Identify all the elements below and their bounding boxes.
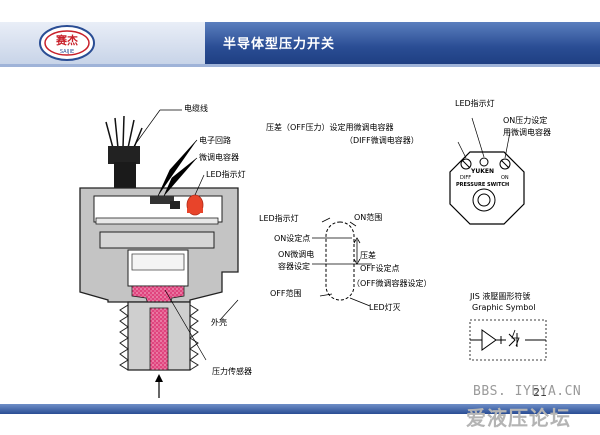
sensor-mount [99,231,215,249]
label-off-range: OFF范围 [270,289,302,298]
symbol-title: JIS 液壓圖形符號 [470,292,531,301]
lightning-icon [511,329,520,347]
logo-subtext: SAIJIE [60,49,74,55]
label-on-small: ON [501,175,509,181]
pressure-switch-cross-section [79,109,239,398]
label-trimmer: 微调电容器 [199,153,239,162]
label-cable: 电缆线 [184,104,208,113]
page-number: 21 [533,386,547,399]
graphic-symbol [469,319,547,361]
hex-body-icon [449,151,525,225]
label-on-range: ON范围 [354,213,383,222]
label-led-off: LED灯灭 [369,303,401,312]
header-logo-area [0,22,205,64]
label-on-trimmer-2: 容器设定 [278,262,310,271]
cable-wires-icon [105,115,143,151]
label-housing: 外壳 [211,318,227,327]
label-off-setpoint: OFF设定点 [360,264,400,273]
label-diff-trimmer-1: 压差（OFF压力）设定用微调电容器 [266,123,394,132]
company-logo: 赛杰 SAIJIE [39,25,95,61]
watermark-url: BBS. IYEYA.CN [473,384,582,399]
cable-jacket [108,146,140,164]
label-sensor: 压力传感器 [212,367,252,376]
footer-bar [0,404,600,414]
pressure-channel [149,307,169,371]
led-indicator-icon [479,157,489,167]
thread-right [189,304,199,371]
symbol-subtitle: Graphic Symbol [472,303,536,312]
switch-top-view [449,117,525,225]
circuit-chip [170,201,180,209]
trimmer-capacitor [150,196,174,204]
label-diff: 压差 [360,251,376,260]
circuit-board [95,217,219,225]
label-led: LED指示灯 [206,170,246,179]
logo-text: 赛杰 [55,33,78,47]
label-brand: YUKEN [471,168,494,175]
label-on-set-2: 用微调电容器 [503,128,551,137]
thread-left [119,304,129,371]
label-right-led: LED指示灯 [455,99,495,108]
label-off-trimmer: （OFF微调容器设定） [352,279,432,288]
setpoint-range-diagram [312,217,372,307]
watermark-text: 爱液压论坛 [466,406,571,430]
label-diff-small: DIFF [460,175,472,181]
page-title: 半导体型压力开关 [223,37,336,52]
label-diff-trimmer-2: （DIFF微调电容器） [345,136,419,145]
label-on-trimmer-1: ON微调电 [278,250,315,259]
label-on-setpoint: ON设定点 [274,234,311,243]
range-capsule [325,221,355,301]
label-on-set-1: ON压力设定 [503,116,548,125]
label-circuit: 电子回路 [199,136,231,145]
label-center-led: LED指示灯 [259,214,299,223]
header-stripe [0,64,600,67]
label-pressure-switch: PRESSURE SWITCH [456,182,510,188]
